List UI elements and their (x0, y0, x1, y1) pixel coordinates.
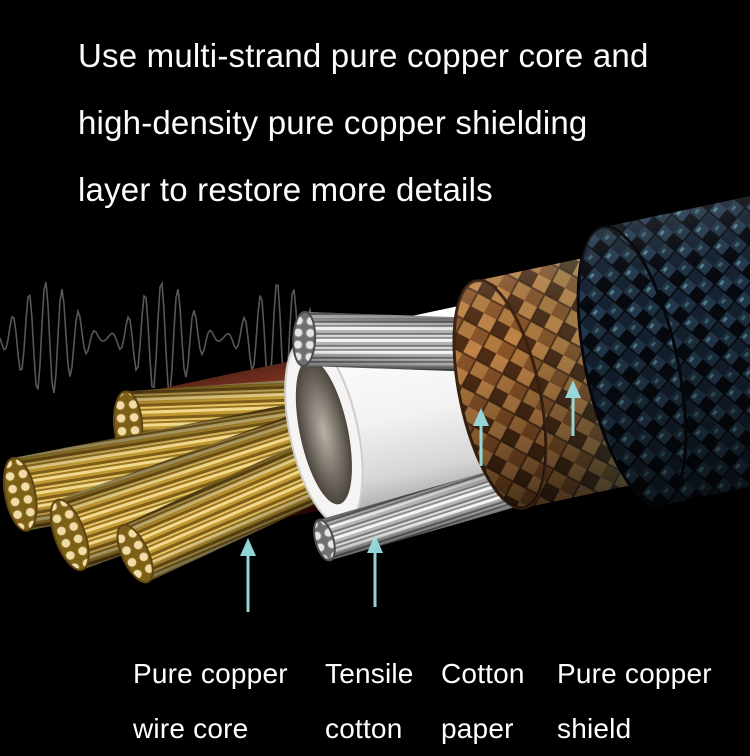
pointer-arrow-cotton-paper (473, 408, 489, 466)
label-pure-copper-wire-core: Pure copper wire core (133, 646, 288, 756)
label-line: Tensile (325, 658, 414, 689)
cable-cutaway-illustration (2, 179, 750, 584)
pointer-arrow-tensile-cotton (367, 535, 383, 607)
headline-line-1: Use multi-strand pure copper core and (78, 37, 649, 74)
label-line: Pure copper (557, 658, 712, 689)
label-line: Cotton (441, 658, 525, 689)
waveform-graphic (0, 280, 349, 394)
pointer-arrow-wire-core (240, 538, 256, 612)
headline-line-2: high-density pure copper shielding (78, 104, 588, 141)
headline: Use multi-strand pure copper core and hi… (78, 22, 649, 223)
label-tensile-cotton: Tensile cotton (325, 646, 414, 756)
headline-line-3: layer to restore more details (78, 171, 493, 208)
label-cotton-paper: Cotton paper (441, 646, 525, 756)
label-line: cotton (325, 713, 403, 744)
pointer-arrow-copper-shield (565, 380, 581, 436)
label-line: shield (557, 713, 632, 744)
label-line: Pure copper (133, 658, 288, 689)
label-pure-copper-shield: Pure copper shield (557, 646, 712, 756)
label-line: wire core (133, 713, 249, 744)
label-line: paper (441, 713, 514, 744)
outer-jacket (576, 179, 750, 508)
